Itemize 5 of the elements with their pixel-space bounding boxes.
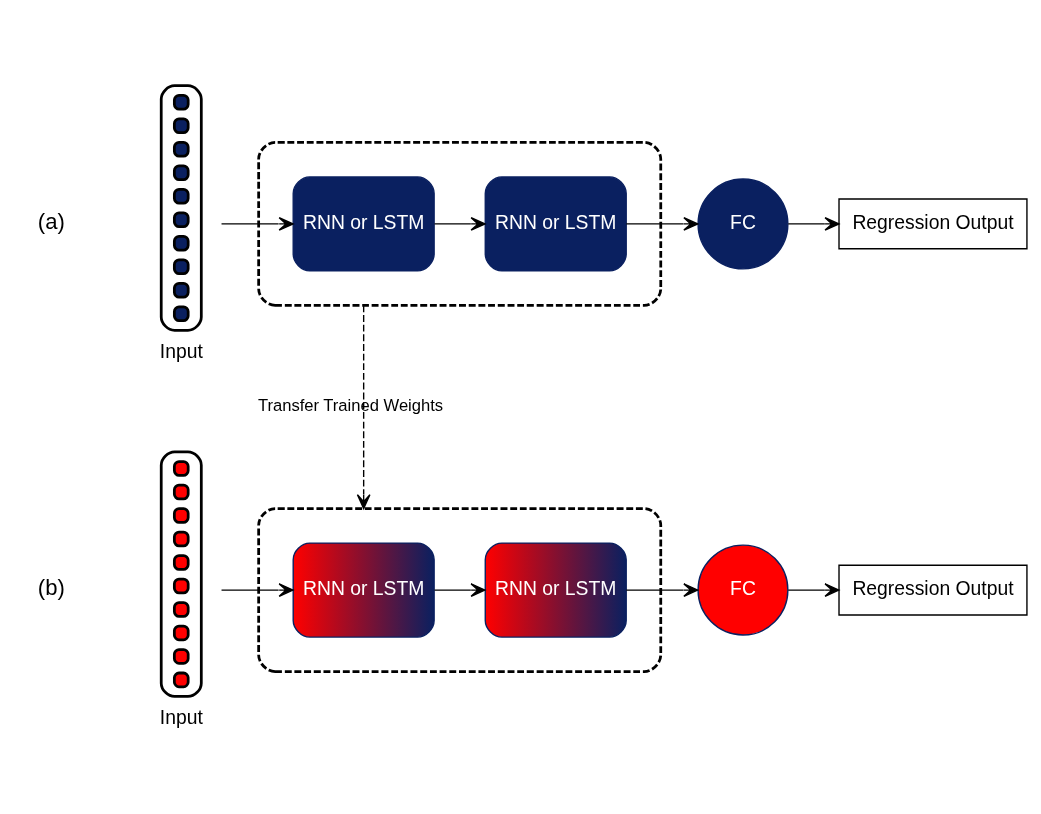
edge-label: Transfer Trained Weights	[257, 396, 444, 416]
label: (a)	[37, 209, 65, 235]
node-label: Input	[159, 706, 203, 729]
node-label: Input	[159, 340, 203, 363]
label: (b)	[37, 575, 65, 601]
